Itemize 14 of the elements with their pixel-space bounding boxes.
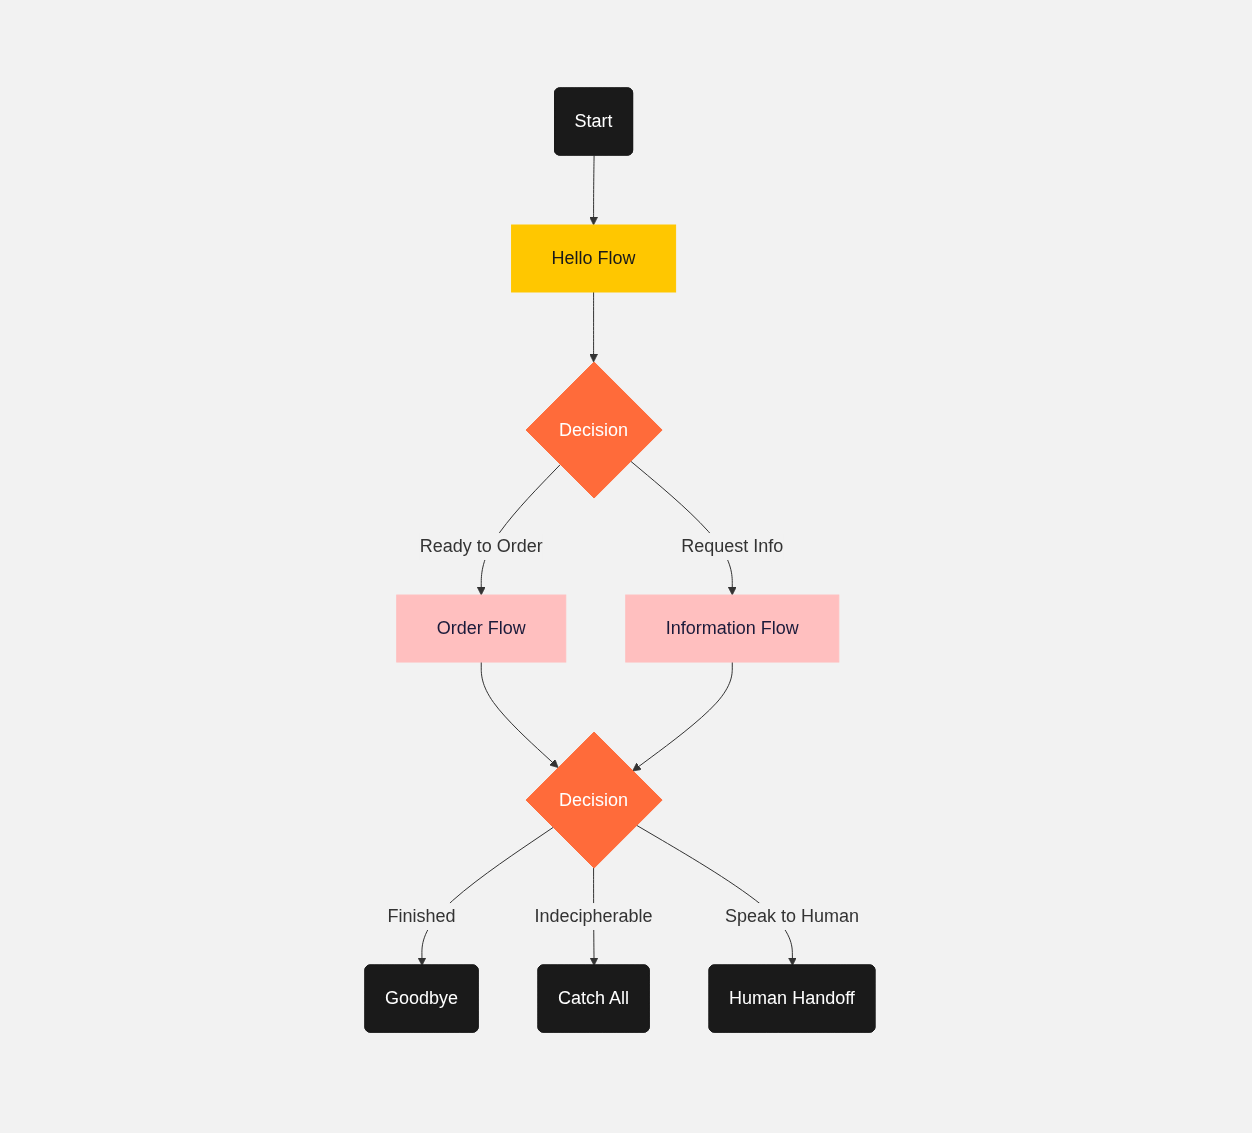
edge-label: Finished <box>387 906 456 927</box>
node-box: Order Flow <box>396 594 567 663</box>
arrow <box>632 661 733 772</box>
edge-label: Indecipherable <box>534 906 653 927</box>
node-diamond: Decision <box>525 361 663 499</box>
arrow <box>480 661 559 768</box>
edge-label: Ready to Order <box>419 536 543 556</box>
node-box: Hello Flow <box>511 224 677 293</box>
arrow <box>589 291 599 363</box>
arrow <box>589 154 599 226</box>
node-diamond: Decision <box>525 731 663 869</box>
node-box: Information Flow <box>625 594 840 663</box>
edge-label: Request Info <box>681 536 784 556</box>
edge-label: Speak to Human <box>725 906 860 927</box>
